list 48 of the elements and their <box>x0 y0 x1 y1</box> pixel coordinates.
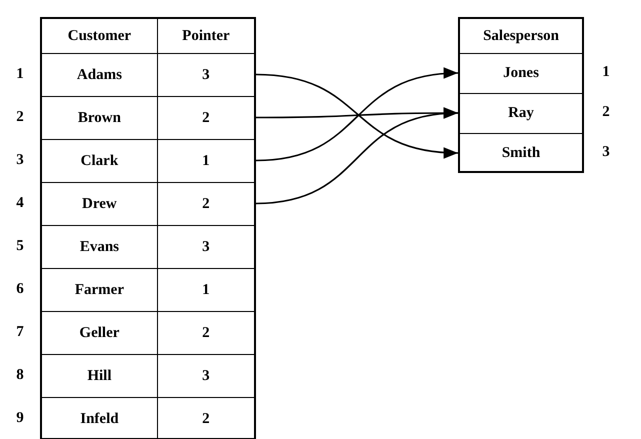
row-number: 9 <box>15 410 25 426</box>
table-cell-text: Geller <box>79 324 120 342</box>
table-cell-text: 3 <box>202 238 210 256</box>
table-row <box>42 311 254 354</box>
row-number: 8 <box>15 366 25 384</box>
table-row <box>42 354 254 397</box>
table-cell-text: Brown <box>78 110 121 126</box>
table-cell-text: 2 <box>202 110 210 126</box>
row-number: 1 <box>15 66 25 82</box>
table-cell-text: 3 <box>202 368 210 384</box>
row-number: 2 <box>601 104 611 121</box>
arrow <box>256 108 458 204</box>
table-row <box>42 96 254 139</box>
table-cell-text: Hill <box>87 368 112 384</box>
row-number: 3 <box>601 144 611 161</box>
table-cell-text: Adams <box>76 66 122 84</box>
row-number: 2 <box>15 108 25 126</box>
table-cell-text: Evans <box>80 238 119 256</box>
row-number: 7 <box>15 324 25 340</box>
table-cell-text: 1 <box>202 152 210 170</box>
table-cell-text: 2 <box>202 410 210 428</box>
table-cell-text: 1 <box>202 282 210 298</box>
table-row <box>42 225 254 268</box>
table-cell-text: 3 <box>202 66 210 84</box>
column-header: Pointer <box>182 28 230 44</box>
column-header: Salesperson <box>483 28 559 44</box>
table-row <box>42 53 254 96</box>
table-cell-text: 2 <box>202 324 210 342</box>
table-cell-text: Ray <box>508 105 534 122</box>
column-header: Customer <box>68 28 132 44</box>
row-number: 4 <box>15 194 25 212</box>
table-cell-text: Clark <box>80 152 118 170</box>
table-cell-text: Infeld <box>80 410 119 428</box>
row-number: 1 <box>601 64 611 81</box>
table-cell-text: 2 <box>202 196 210 212</box>
row-number: 6 <box>15 280 25 298</box>
table-row <box>42 268 254 311</box>
table-row <box>42 182 254 225</box>
table <box>458 17 584 173</box>
table <box>40 17 256 439</box>
row-number: 5 <box>15 238 25 254</box>
table-cell-text: Smith <box>502 145 540 162</box>
table-cell-text: Farmer <box>74 282 124 298</box>
table-row <box>42 397 254 439</box>
table-cell-text: Jones <box>503 65 539 82</box>
table-cell-text: Drew <box>82 196 117 212</box>
row-number: 3 <box>15 152 25 168</box>
table-row <box>42 139 254 182</box>
